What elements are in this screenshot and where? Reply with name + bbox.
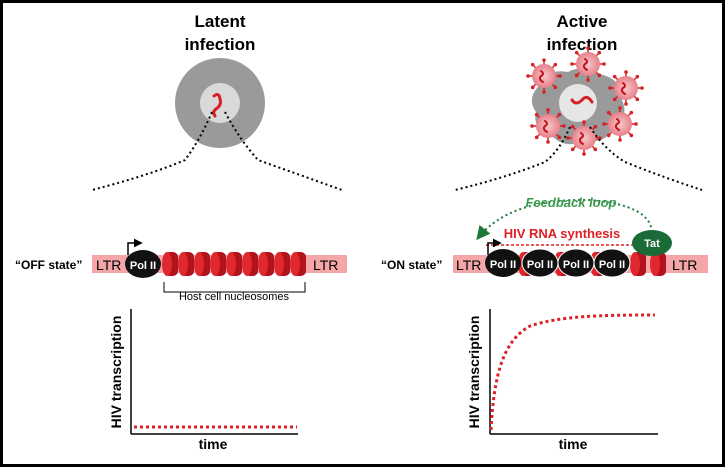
pol-ii-blob	[125, 250, 161, 278]
tss-arrow-icon	[127, 238, 143, 255]
off-state-label: “OFF state”	[15, 258, 82, 272]
virion-icon	[570, 46, 606, 82]
nucleosome-icon	[650, 252, 666, 276]
active-y-label: HIV transcription	[466, 316, 482, 429]
active-provirus-icon	[570, 95, 594, 105]
active-cell	[526, 46, 644, 156]
nucleosome-icon	[178, 252, 194, 276]
ltr-right-label: LTR	[672, 257, 697, 273]
active-zoom-line-right	[589, 126, 703, 191]
ltr-left-label: LTR	[96, 257, 121, 273]
virion-icon	[530, 108, 566, 144]
pol-ii-label: Pol II	[563, 259, 589, 271]
virion-icon	[526, 58, 562, 94]
active-x-label: time	[559, 436, 588, 452]
latent-x-label: time	[199, 436, 228, 452]
nucleosome-icon	[226, 252, 242, 276]
on-state-label: “ON state”	[381, 258, 442, 272]
tss-arrow-icon	[487, 238, 502, 255]
nucleosome-icon	[242, 252, 258, 276]
nucleosome-icon	[630, 252, 646, 276]
nucleosome-icon	[210, 252, 226, 276]
active-title-line1: Active	[556, 12, 607, 31]
latent-provirus-icon	[212, 93, 222, 118]
nucleosome-icon	[194, 252, 210, 276]
pol-ii-label: Pol II	[527, 259, 553, 271]
nucleosome-bracket	[163, 282, 306, 293]
ltr-left-label: LTR	[456, 257, 481, 273]
nucleosome-caption: Host cell nucleosomes	[179, 291, 290, 303]
active-dna: LTR LTR Pol II Pol II Pol II Pol II Tat	[453, 230, 708, 278]
feedback-loop-arrow	[476, 198, 653, 241]
latent-title-line1: Latent	[195, 12, 246, 31]
pol-ii-blob	[485, 249, 521, 277]
latent-cell	[175, 58, 265, 148]
nucleosome-icon	[258, 252, 274, 276]
nucleosome-icon	[290, 252, 306, 276]
latent-y-label: HIV transcription	[108, 316, 124, 429]
pol-ii-blob	[593, 248, 631, 278]
rna-synthesis-label: HIV RNA synthesis	[504, 226, 621, 241]
nucleosome-row	[162, 252, 306, 276]
latent-dna: LTR LTR Pol II Host cell nucleosomes	[92, 238, 347, 303]
ltr-right-label: LTR	[313, 257, 338, 273]
tat-label: Tat	[644, 238, 660, 250]
nucleosome-icon	[162, 252, 178, 276]
nucleosome-icon	[274, 252, 290, 276]
tat-protein	[632, 230, 672, 256]
active-zoom-line-left	[454, 126, 571, 191]
active-plot: HIV transcription time	[466, 309, 658, 452]
pol-ii-label: Pol II	[599, 259, 625, 271]
latent-zoom-line-right	[224, 111, 343, 191]
latent-zoom-line-left	[91, 111, 213, 191]
active-title-line2: infection	[547, 35, 618, 54]
latent-plot: HIV transcription time	[108, 309, 298, 452]
latent-title-line2: infection	[185, 35, 256, 54]
pol-ii-label: Pol II	[130, 260, 156, 272]
feedback-loop-label: Feedback loop	[525, 195, 616, 210]
budding-virions	[526, 46, 644, 156]
pol-ii-label: Pol II	[490, 259, 516, 271]
active-transcription-curve	[489, 313, 656, 431]
virion-icon	[608, 70, 644, 106]
virion-icon	[602, 106, 638, 142]
virion-icon	[566, 120, 602, 156]
